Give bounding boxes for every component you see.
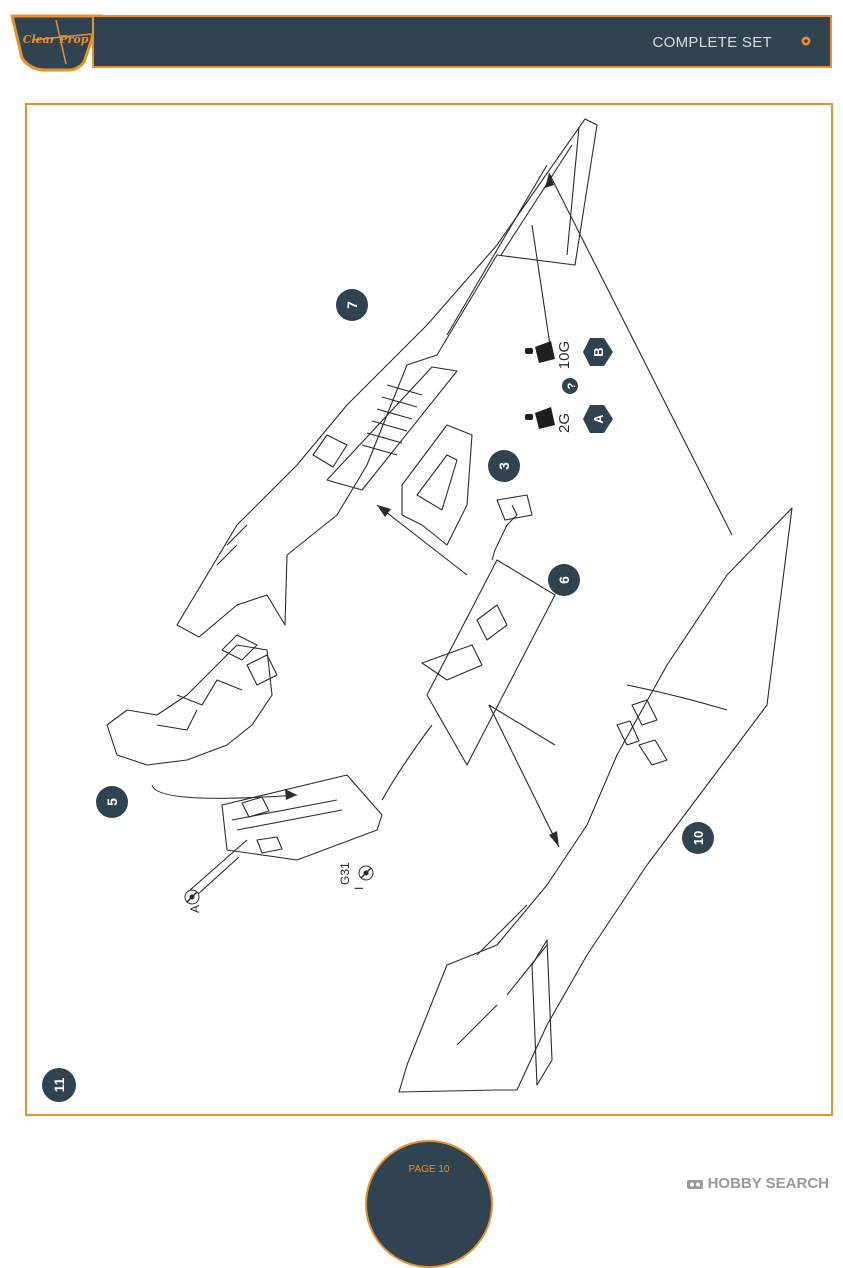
assembly-arrows <box>151 172 733 896</box>
svg-text:?: ? <box>566 382 578 389</box>
seat-headrest-part <box>401 424 533 546</box>
header-bar: COMPLETE SET <box>92 15 832 68</box>
glue-mark-g31: G31 I <box>338 862 374 890</box>
part-badge-5: 5 <box>96 786 128 818</box>
instrument-panel-part <box>421 559 556 766</box>
part-badge-10: 10 <box>682 822 714 854</box>
svg-text:3: 3 <box>496 462 512 470</box>
assembly-diagram: 10G 2G B A ? A G31 I 7 3 6 5 <box>42 118 793 1102</box>
paint-badge-b: B <box>583 338 613 366</box>
step-number-badge: 11 <box>42 1068 76 1102</box>
logo-text: Clear Prop! <box>23 33 94 46</box>
watermark: HOBBY SEARCH <box>686 1175 829 1192</box>
svg-text:B: B <box>591 347 606 356</box>
svg-text:A: A <box>188 905 202 913</box>
part-badge-6: 6 <box>548 564 580 596</box>
paint-code-10g: 10G <box>556 341 573 369</box>
ejection-seat-part <box>106 634 278 766</box>
svg-text:G31: G31 <box>338 862 352 885</box>
paint-badge-a: A <box>583 405 613 433</box>
header-title: COMPLETE SET <box>652 34 772 51</box>
paint-callouts <box>525 341 555 429</box>
page-label: PAGE 10 <box>408 1164 450 1175</box>
page-tab: PAGE 10 <box>365 1140 493 1268</box>
paint-code-2g: 2G <box>556 413 573 433</box>
watermark-text: HOBBY SEARCH <box>707 1175 829 1192</box>
hobby-search-icon <box>686 1179 703 1189</box>
svg-text:10: 10 <box>691 831 706 845</box>
part-badge-7: 7 <box>336 289 368 321</box>
part-badge-3: 3 <box>488 450 520 482</box>
svg-text:6: 6 <box>556 576 572 584</box>
paint-pot-icon-10g <box>525 341 555 363</box>
svg-text:11: 11 <box>51 1077 67 1092</box>
svg-text:5: 5 <box>104 798 120 806</box>
svg-text:I: I <box>352 887 366 890</box>
cockpit-floor-part <box>221 774 383 861</box>
paint-pot-icon-2g <box>525 407 555 429</box>
glue-mark-a: A <box>184 889 202 913</box>
paint-unknown-badge: ? <box>562 378 578 394</box>
gear-icon <box>801 36 811 46</box>
svg-text:7: 7 <box>344 301 360 309</box>
svg-text:A: A <box>591 414 606 424</box>
upper-fuselage-part <box>176 118 598 638</box>
lower-fuselage-part <box>398 507 793 1093</box>
instruction-frame <box>25 103 833 1116</box>
clear-prop-logo: Clear Prop! <box>10 14 103 72</box>
